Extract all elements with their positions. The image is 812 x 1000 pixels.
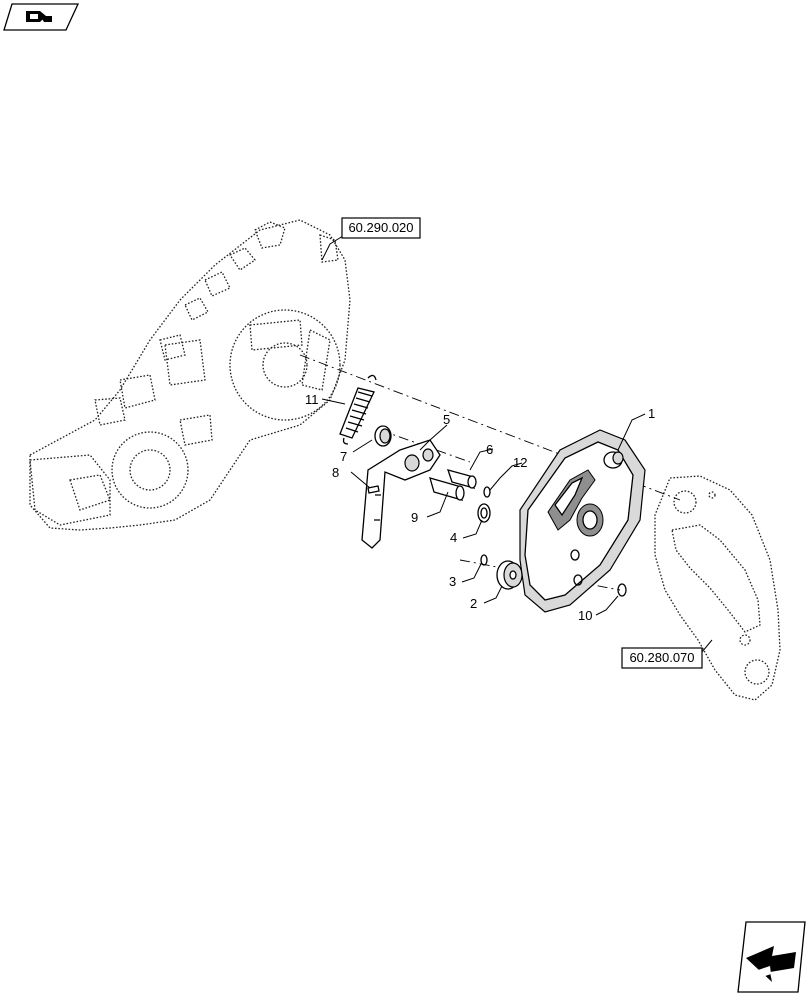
roller-part-2[interactable] bbox=[496, 560, 523, 590]
callout-9: 9 bbox=[411, 510, 418, 525]
svg-text:60.280.070: 60.280.070 bbox=[629, 650, 694, 665]
callout-1: 1 bbox=[648, 406, 655, 421]
pin-part-9[interactable] bbox=[429, 477, 465, 501]
callout-3: 3 bbox=[449, 574, 456, 589]
callout-8: 8 bbox=[332, 465, 339, 480]
callout-7: 7 bbox=[340, 449, 347, 464]
callout-5: 5 bbox=[443, 412, 450, 427]
clip-part-3[interactable] bbox=[480, 554, 488, 566]
callout-6: 6 bbox=[486, 442, 493, 457]
next-page-arrow-icon[interactable] bbox=[737, 921, 806, 993]
callout-10: 10 bbox=[578, 608, 592, 623]
pin-part-8[interactable] bbox=[367, 485, 380, 494]
bushing-part-7[interactable] bbox=[374, 425, 392, 447]
leader-lines bbox=[321, 235, 713, 659]
callout-2: 2 bbox=[470, 596, 477, 611]
clip-part-12[interactable] bbox=[483, 486, 491, 498]
cam-plate-part-1[interactable] bbox=[519, 429, 646, 613]
reference-60-290-020[interactable]: 60.290.020 bbox=[341, 217, 421, 239]
callout-11: 11 bbox=[305, 392, 319, 407]
callout-labels: 1 2 3 4 5 6 7 8 9 10 11 12 bbox=[305, 392, 655, 623]
svg-text:60.290.020: 60.290.020 bbox=[348, 220, 413, 235]
washer-part-4[interactable] bbox=[477, 503, 491, 523]
open-book-icon[interactable] bbox=[3, 3, 80, 31]
callout-4: 4 bbox=[450, 530, 457, 545]
callout-12: 12 bbox=[513, 455, 527, 470]
side-plate-ghost bbox=[654, 475, 781, 701]
pin-part-6[interactable] bbox=[446, 469, 477, 489]
clip-part-10[interactable] bbox=[617, 583, 627, 597]
spring-part-11[interactable] bbox=[339, 374, 377, 445]
reference-60-280-070[interactable]: 60.280.070 bbox=[621, 647, 703, 669]
gearbox-housing-ghost bbox=[29, 219, 351, 531]
lever-part-5[interactable] bbox=[361, 439, 441, 549]
